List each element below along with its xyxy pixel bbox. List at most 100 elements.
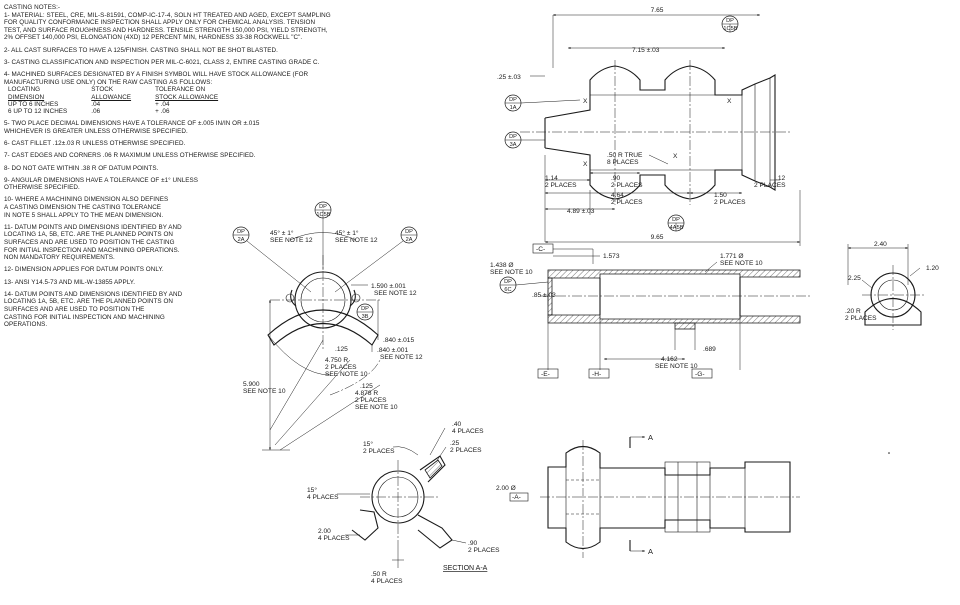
- note-5: 5- TWO PLACE DECIMAL DIMENSIONS HAVE A T…: [4, 120, 399, 135]
- note-line: FOR QUALITY CONFORMANCE INSPECTION SHALL…: [4, 19, 316, 27]
- table-cell: + .04: [155, 100, 170, 108]
- tag-e: -E-: [541, 371, 550, 378]
- dim-464-places: 2 PLACES: [611, 199, 643, 206]
- dim-1771-note: SEE NOTE 10: [720, 260, 763, 267]
- table-cell: 6 UP TO 12 INCHES: [8, 108, 68, 116]
- dim-12: .12: [776, 175, 785, 182]
- speck: [888, 452, 890, 454]
- dim-200: 2.00: [318, 528, 331, 535]
- note-4: 4- MACHINED SURFACES DESIGNATED BY A FIN…: [4, 71, 399, 116]
- table-cell: UP TO 6 INCHES: [8, 100, 59, 108]
- datum-bubble: DP 2A: [232, 226, 250, 244]
- tag-h: -H-: [592, 371, 601, 378]
- note-14: 14- DATUM POINTS AND DIMENSIONS IDENTIFI…: [4, 291, 399, 329]
- dim-r50-places: 4 PLACES: [371, 578, 403, 585]
- datum-label: 2A: [238, 237, 245, 243]
- datum-label: 2A: [406, 237, 413, 243]
- dim-150-places: 2 PLACES: [714, 199, 746, 206]
- dim-25-places: 2 PLACES: [450, 447, 482, 454]
- dim-200-places: 4 PLACES: [318, 535, 350, 542]
- stock-allowance-table: LOCATING STOCK TOLERANCE ON DIMENSION AL…: [8, 86, 242, 116]
- note-1: 1- MATERIAL: STEEL, CRE, MIL-S-81591, CO…: [4, 12, 399, 42]
- note-line: 2- ALL CAST SURFACES TO HAVE A 125/FINIS…: [4, 46, 278, 54]
- note-line: IN NOTE 5 SHALL APPLY TO THE MEAN DIMENS…: [4, 211, 164, 219]
- table-header: DIMENSION: [8, 93, 45, 101]
- datum-x-mark: X: [583, 98, 588, 105]
- datum-label: 3B: [362, 314, 369, 320]
- dim-5900: 5.900: [243, 381, 260, 388]
- dim-overall: 7.65: [651, 7, 664, 14]
- dim-angle-15a-places: 2 PLACES: [363, 448, 395, 455]
- section-lengthwise: -C- 1.573 1.438 Ø SEE NOTE 10 1.771 Ø SE…: [490, 243, 810, 379]
- dim-r50: .50 R: [371, 571, 387, 578]
- datum-x-mark: X: [727, 98, 732, 105]
- dim-90-places: 2 PLACES: [468, 547, 500, 554]
- end-view-small: 2.40 2.25 1.20 .20 R 2 PLACES: [845, 241, 939, 330]
- dim-angle-right: 45° ± 1°: [335, 229, 359, 237]
- dim-angle-left: 45° ± 1°: [270, 229, 294, 237]
- table-cell: .06: [91, 108, 101, 116]
- dim-r4750-note: SEE NOTE 10: [325, 371, 368, 378]
- table-header: ALLOWANCE: [91, 93, 132, 101]
- table-header: STOCK ALLOWANCE: [155, 93, 219, 101]
- note-line: 2% OFFSET 140,000 PSI, ELONGATION (4xD) …: [4, 34, 303, 42]
- note-line: 8- DO NOT GATE WITHIN .38 R OF DATUM POI…: [4, 164, 159, 172]
- dim-inner: 7.15 ±.03: [632, 47, 660, 54]
- note-13: 13- ANSI Y14.5-73 AND MIL-W-13855 APPLY.: [4, 279, 399, 287]
- datum-bubble: DP 6C: [499, 276, 549, 294]
- dim-689: .689: [703, 346, 716, 353]
- dim-4162: 4.162: [661, 356, 678, 363]
- datum-label: 5B: [677, 225, 684, 231]
- dim-r4878-note: SEE NOTE 10: [355, 404, 398, 411]
- dim-114: 1.14: [545, 175, 558, 182]
- dim-angle-left-note: SEE NOTE 12: [270, 237, 313, 244]
- note-line: SURFACES AND ARE USED TO POSITION THE: [4, 305, 145, 313]
- note-line: 3- CASTING CLASSIFICATION AND INSPECTION…: [4, 58, 320, 66]
- dim-840: .840 ±.015: [383, 337, 414, 344]
- dim-4162-note: SEE NOTE 10: [655, 363, 698, 370]
- table-header-row: LOCATING STOCK TOLERANCE ON: [8, 86, 242, 93]
- table-row: 6 UP TO 12 INCHES .06 + .06: [8, 108, 242, 115]
- dim-150: 1.50: [714, 192, 727, 199]
- table-header: TOLERANCE ON: [155, 86, 206, 94]
- datum-x-mark: X: [583, 161, 588, 168]
- note-line: 14- DATUM POINTS AND DIMENSIONS IDENTIFI…: [4, 290, 183, 298]
- datum-label: DP: [237, 229, 245, 235]
- datum-label: DP: [672, 217, 680, 223]
- note-line: MANUFACTURING USE ONLY) ON THE RAW CASTI…: [4, 78, 213, 86]
- note-line: 11- DATUM POINTS AND DIMENSIONS IDENTIFI…: [4, 223, 182, 231]
- note-line: CASTING FOR INITIAL INSPECTION AND MACHI…: [4, 313, 165, 321]
- datum-bubble: DP 1A: [504, 94, 581, 112]
- datum-bubble: DP 3B: [356, 303, 374, 321]
- datum-label: 5B: [324, 212, 331, 218]
- dim-85: .85 ±.03: [532, 292, 556, 299]
- table-cell: .04: [91, 100, 101, 108]
- note-line: OTHERWISE SPECIFIED.: [4, 184, 80, 192]
- dim-1438: 1.438 Ø: [490, 262, 513, 269]
- datum-label: 1C: [723, 26, 730, 32]
- note-line: NON MANDATORY REQUIREMENTS.: [4, 254, 115, 262]
- dim-5900-note: SEE NOTE 10: [243, 388, 286, 395]
- dim-120: 1.20: [926, 265, 939, 272]
- dim-1771: 1.771 Ø: [720, 253, 743, 260]
- datum-label: 1A: [510, 105, 517, 111]
- casting-notes: CASTING NOTES:- 1- MATERIAL: STEEL, CRE,…: [4, 4, 399, 333]
- table-header-row: DIMENSION ALLOWANCE STOCK ALLOWANCE: [8, 94, 242, 101]
- dim-114-places: 2 PLACES: [545, 182, 577, 189]
- note-line: FOR INITIAL INSPECTION AND MACHINING OPE…: [4, 246, 180, 254]
- dim-840-b: .840 ±.001: [377, 347, 408, 354]
- datum-bubble: DP 1C 5B: [721, 15, 739, 33]
- datum-label: DP: [504, 279, 512, 285]
- datum-label: DP: [319, 204, 327, 210]
- datum-label: 6C: [504, 287, 511, 293]
- tag-g: -G-: [695, 371, 705, 378]
- notes-title: CASTING NOTES:-: [4, 4, 61, 11]
- dim-angle-15b: 15°: [307, 486, 317, 494]
- note-line: 4- MACHINED SURFACES DESIGNATED BY A FIN…: [4, 70, 309, 78]
- dim-965: 9.65: [651, 234, 664, 241]
- dim-40: .40: [452, 421, 461, 428]
- dim-r4878-places: 2 PLACES: [355, 397, 387, 404]
- dim-r125-a: .125: [335, 346, 348, 353]
- datum-bubble: DP 4A 5B: [667, 214, 685, 232]
- dim-240: 2.40: [874, 241, 887, 248]
